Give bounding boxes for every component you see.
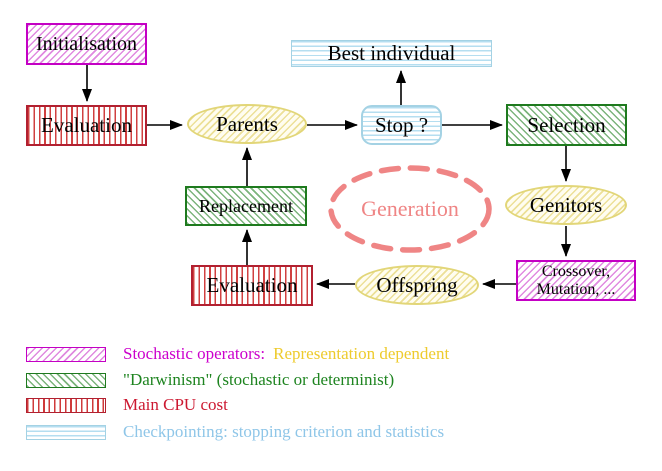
legend-label-checkpointing: Checkpointing: stopping criterion and st…	[123, 422, 445, 441]
crossover-label-line1: Crossover,	[541, 262, 611, 280]
legend-label-stochastic-operators: Stochastic operators:	[123, 344, 266, 363]
legend-swatch-cyan-stripes	[26, 424, 106, 440]
node-selection: Selection	[506, 104, 627, 146]
node-initialisation: Initialisation	[26, 23, 147, 65]
legend-swatch-green-hatch	[26, 372, 106, 388]
legend-swatch-magenta-hatch	[26, 346, 106, 362]
generation-dashed-ellipse	[328, 165, 492, 253]
node-evaluation-top: Evaluation	[26, 105, 147, 146]
node-stop-condition: Stop ?	[361, 105, 442, 145]
crossover-label-line2: Mutation, ...	[536, 280, 616, 298]
legend-label-main-cpu-cost: Main CPU cost	[123, 395, 228, 414]
node-replacement: Replacement	[185, 186, 307, 226]
node-crossover-mutation: Crossover, Mutation, ...	[516, 260, 636, 301]
node-parents: Parents	[187, 104, 307, 144]
node-genitors: Genitors	[505, 185, 627, 225]
legend-row-main-cpu-cost: Main CPU cost	[26, 395, 228, 415]
legend-label-representation-dependent: Representation dependent	[273, 344, 450, 363]
node-evaluation-bottom: Evaluation	[191, 265, 313, 306]
node-best-individual: Best individual	[291, 40, 492, 67]
legend-label-darwinism: "Darwinism" (stochastic or determinist)	[123, 370, 395, 389]
legend-row-darwinism: "Darwinism" (stochastic or determinist)	[26, 370, 394, 390]
legend-row-checkpointing: Checkpointing: stopping criterion and st…	[26, 422, 444, 442]
generation-label: Generation	[361, 196, 459, 221]
node-offspring: Offspring	[355, 265, 479, 305]
legend-swatch-red-stripes	[26, 397, 106, 413]
legend-row-stochastic-operators: Stochastic operators: Representation dep…	[26, 344, 449, 364]
